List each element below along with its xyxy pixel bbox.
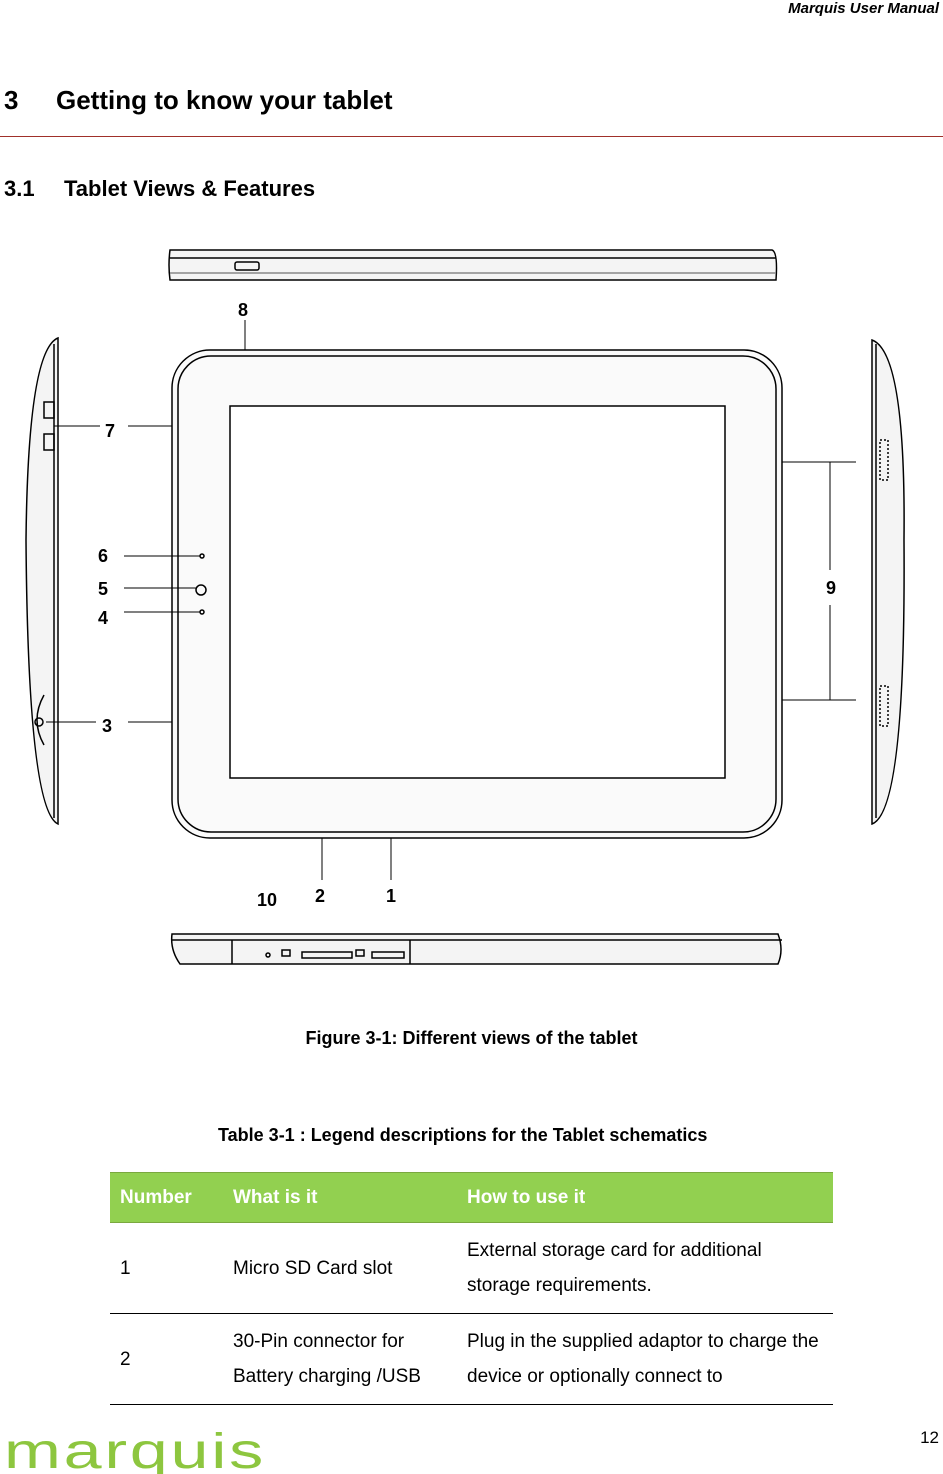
left-edge-view xyxy=(25,336,59,826)
volume-down-button xyxy=(43,433,55,451)
sd-card-slot xyxy=(371,951,405,959)
marquis-logo: marquis xyxy=(4,1432,266,1474)
power-button-top xyxy=(234,261,260,271)
mini-usb-port xyxy=(355,949,365,957)
subsection-heading: 3.1 Tablet Views & Features xyxy=(4,176,315,202)
row-how: External storage card for additional sto… xyxy=(457,1222,833,1314)
volume-up-button xyxy=(43,401,55,419)
callout-7: 7 xyxy=(105,421,115,441)
tablet-screen xyxy=(229,405,726,779)
right-edge-view xyxy=(871,338,905,826)
section-title: Getting to know your tablet xyxy=(56,85,393,115)
section-number: 3 xyxy=(4,85,19,115)
row-what: 30-Pin connector for Battery charging /U… xyxy=(223,1313,457,1405)
callout-10: 10 xyxy=(257,890,277,910)
speaker-grille-upper xyxy=(879,439,889,481)
speaker-grille-lower xyxy=(879,685,889,727)
top-edge-view xyxy=(168,249,778,281)
table-header-row: Number What is it How to use it xyxy=(110,1172,833,1223)
reset-hole xyxy=(265,952,271,958)
callout-9: 9 xyxy=(826,578,836,598)
callout-1: 1 xyxy=(386,886,396,906)
table-row: 1 Micro SD Card slot External storage ca… xyxy=(110,1222,833,1314)
bottom-edge-view xyxy=(170,933,782,965)
subsection-title: Tablet Views & Features xyxy=(64,176,316,201)
table-row: 2 30-Pin connector for Battery charging … xyxy=(110,1313,833,1405)
section-heading: 3 Getting to know your tablet xyxy=(4,85,939,116)
section-rule xyxy=(0,136,943,137)
logo-wordmark: marquis xyxy=(4,1432,266,1474)
front-view xyxy=(171,349,783,839)
callout-8: 8 xyxy=(238,300,248,320)
dock-connector xyxy=(301,951,353,959)
headphone-jack xyxy=(34,717,44,727)
figure-caption: Figure 3-1: Different views of the table… xyxy=(305,1028,638,1048)
row-number: 2 xyxy=(110,1313,223,1405)
legend-table: Number What is it How to use it 1 Micro … xyxy=(110,1172,833,1405)
usb-port xyxy=(281,949,291,957)
header-what-is-it: What is it xyxy=(223,1172,457,1223)
manual-title: Marquis User Manual xyxy=(788,0,939,17)
row-how: Plug in the supplied adaptor to charge t… xyxy=(457,1313,833,1405)
tablet-schematic: 8 7 6 5 4 3 9 10 2 1 xyxy=(25,249,905,965)
page-number: 12 xyxy=(920,1428,939,1447)
callout-3: 3 xyxy=(102,716,112,736)
row-number: 1 xyxy=(110,1222,223,1314)
subsection-number: 3.1 xyxy=(4,176,35,201)
callout-6: 6 xyxy=(98,546,108,566)
callout-2: 2 xyxy=(315,886,325,906)
header-how-to-use: How to use it xyxy=(457,1172,833,1223)
callout-5: 5 xyxy=(98,579,108,599)
front-camera xyxy=(195,584,207,596)
table-caption: Table 3-1 : Legend descriptions for the … xyxy=(218,1125,708,1145)
header-number: Number xyxy=(110,1172,223,1223)
row-what: Micro SD Card slot xyxy=(223,1222,457,1314)
callout-4: 4 xyxy=(98,608,108,628)
